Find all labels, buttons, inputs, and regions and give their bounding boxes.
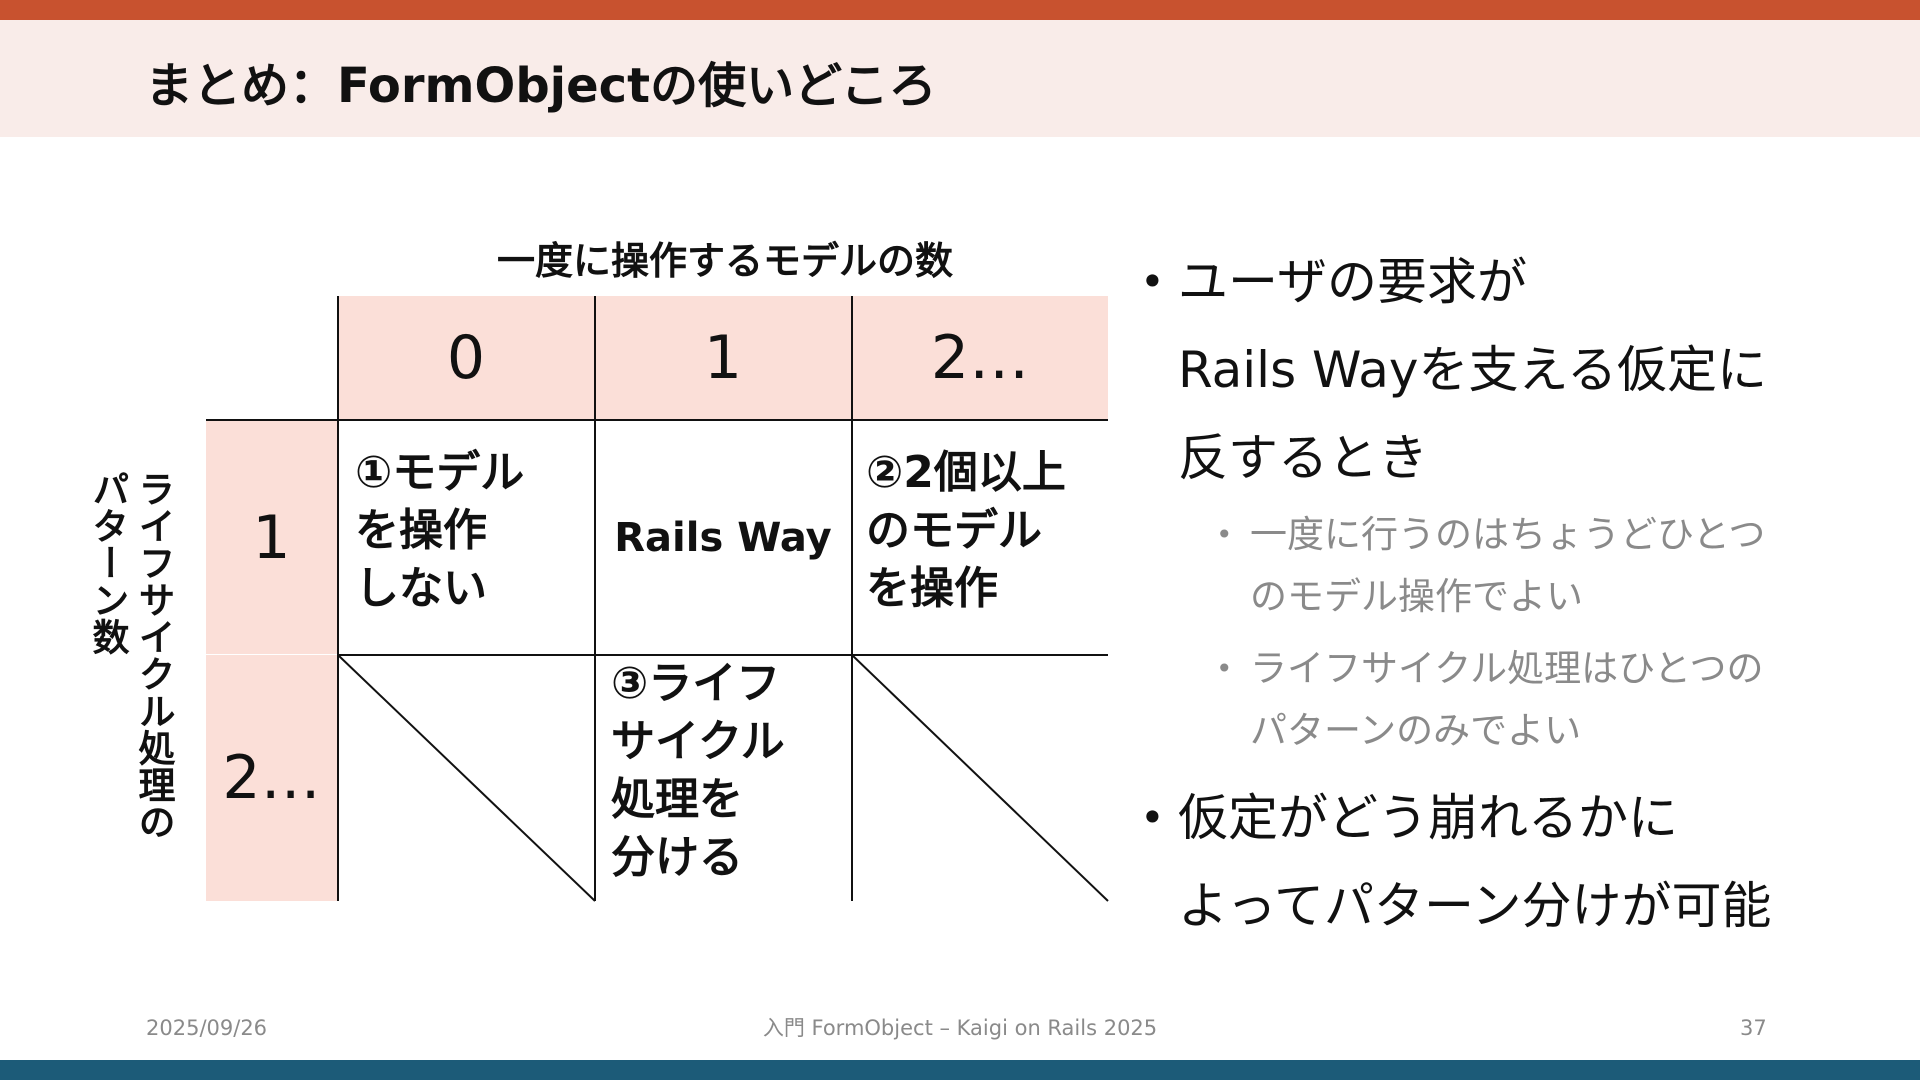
diagonal-r2c0 — [337, 654, 596, 902]
page-number: 37 — [1740, 1016, 1767, 1040]
cell-rails-way: Rails Way — [614, 514, 832, 561]
bullet-2: 仮定がどう崩れるかに よってパターン分けが可能 — [1140, 774, 1900, 950]
col-header-2: 2… — [852, 296, 1108, 420]
bullet-1: ユーザの要求が Rails Wayを支える仮定に 反するとき — [1140, 238, 1900, 502]
cell-no-model: ①モデル を操作 しない — [355, 447, 525, 614]
cell-multi-model: ②2個以上 のモデル を操作 — [866, 447, 1066, 614]
bullet-list: ユーザの要求が Rails Wayを支える仮定に 反するとき 一度に行うのはちょ… — [1140, 238, 1900, 950]
bottom-accent-bar — [0, 1060, 1920, 1080]
sub-bullet-1: 一度に行うのはちょうどひとつ のモデル操作でよい — [1140, 504, 1900, 628]
col-axis-label: 一度に操作するモデルの数 — [496, 239, 953, 283]
row-header-1: 1 — [206, 421, 337, 654]
title-band — [0, 20, 1920, 137]
cell-split-lifecycle: ③ライフ サイクル 処理を 分ける — [611, 658, 785, 883]
sub-bullet-2: ライフサイクル処理はひとつの パターンのみでよい — [1140, 638, 1900, 762]
footer-title: 入門 FormObject – Kaigi on Rails 2025 — [762, 1016, 1158, 1040]
top-accent-bar — [0, 0, 1920, 20]
diagonal-r2c2 — [851, 654, 1109, 902]
footer-date: 2025/09/26 — [146, 1016, 268, 1040]
slide-title: まとめ：FormObjectの使いどころ — [145, 58, 937, 114]
col-header-0: 0 — [338, 296, 594, 420]
col-header-1: 1 — [595, 296, 851, 420]
row-header-2: 2… — [206, 655, 337, 901]
row-axis-label: ライフサイクル処理のパターン数 — [86, 470, 175, 840]
bullet-1-children: 一度に行うのはちょうどひとつ のモデル操作でよい ライフサイクル処理はひとつの … — [1140, 504, 1900, 762]
